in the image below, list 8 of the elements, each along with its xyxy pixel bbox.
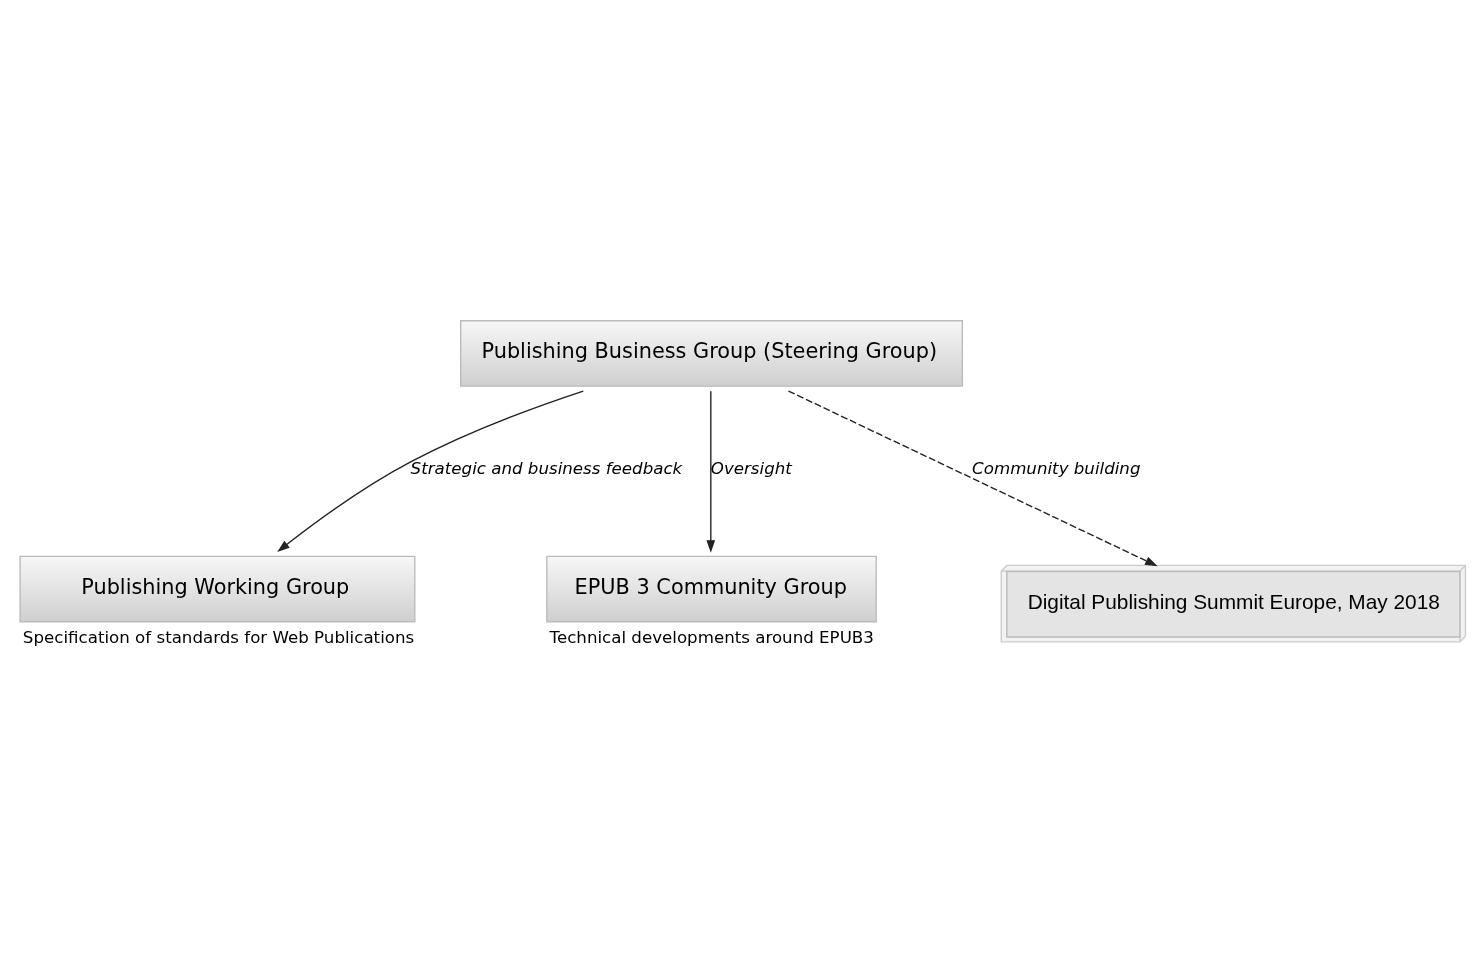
edge-label: Strategic and business feedback	[410, 458, 683, 478]
arrow	[706, 390, 716, 553]
arrow	[787, 389, 1158, 566]
node-label: Specification of standards for Web Publications	[22, 627, 415, 647]
node-label: Technical developments around EPUB3	[549, 627, 874, 647]
edge-label: Community building	[972, 458, 1141, 478]
edge-label: Oversight	[710, 458, 792, 478]
arrow	[277, 389, 584, 552]
